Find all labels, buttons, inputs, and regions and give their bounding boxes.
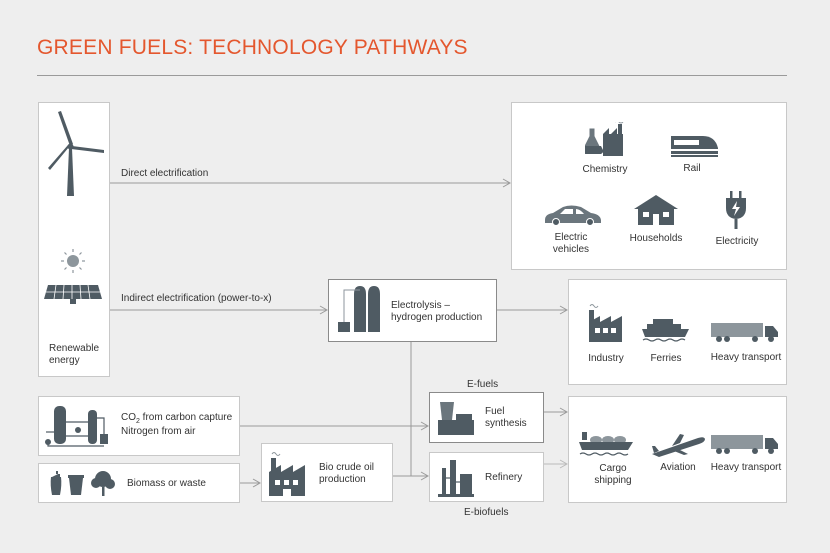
- truck-icon: [711, 323, 778, 342]
- ferry-icon: [642, 319, 689, 342]
- direct-use-chemistry-label: Chemistry: [582, 164, 628, 175]
- bio-crude-label: Bio crude oil production: [319, 462, 375, 485]
- direct-use-electric-vehicles-label: Electric vehicles: [552, 232, 590, 255]
- chemistry-icon: [585, 122, 624, 156]
- electrolysis-label: Electrolysis – hydrogen production: [391, 300, 483, 323]
- bio-crude-factory-icon: [269, 452, 305, 496]
- direct-electrification-label: Direct electrification: [121, 168, 209, 179]
- efuel-arrowhead: [559, 407, 569, 417]
- refinery-arrowhead: [420, 471, 430, 481]
- refinery-box: [429, 452, 544, 502]
- direct-arrowhead: [502, 178, 512, 188]
- co2-subscript: 2: [136, 418, 140, 425]
- truck-icon-2: [711, 435, 778, 454]
- biomass-icon: [50, 471, 115, 496]
- car-icon: [545, 205, 601, 226]
- fuel-synthesis-label: Fuel synthesis: [485, 406, 527, 429]
- solar-panel-icon: [44, 284, 102, 304]
- page-title: GREEN FUELS: TECHNOLOGY PATHWAYS: [37, 36, 468, 59]
- direct-use-electricity-label: Electricity: [715, 236, 759, 247]
- house-icon: [634, 195, 678, 225]
- hydrogen-use-industry-label: Industry: [588, 353, 624, 364]
- direct-uses-box: [511, 102, 787, 270]
- train-icon: [671, 136, 718, 157]
- plug-icon: [726, 191, 746, 229]
- ebiofuel-arrowhead: [559, 459, 569, 469]
- co2-input-label: CO2 from carbon capture: [121, 412, 232, 428]
- direct-use-rail-label: Rail: [683, 163, 701, 174]
- renewable-energy-label: Renewable energy: [49, 343, 100, 366]
- co2-formula: CO: [121, 412, 136, 423]
- factory-icon: [589, 304, 622, 342]
- hydrogen-arrowhead: [559, 305, 569, 315]
- title-divider: [37, 75, 787, 76]
- indirect-electrification-label: Indirect electrification (power-to-x): [121, 293, 272, 304]
- airplane-icon: [652, 434, 705, 457]
- refinery-icon: [438, 460, 474, 497]
- wind-turbine-icon: [48, 111, 104, 196]
- cargo-ship-icon: [579, 432, 633, 456]
- hydrogen-use-heavy-transport-label: Heavy transport: [710, 352, 782, 363]
- efuels-label: E-fuels: [467, 379, 499, 390]
- biomass-arrowhead: [252, 478, 262, 488]
- fuel-use-aviation-label: Aviation: [660, 462, 696, 473]
- fuel-synthesis-icon: [438, 402, 474, 435]
- carbon-capture-icon: [45, 406, 108, 447]
- fuel-use-cargo-shipping-label: Cargo shipping: [594, 463, 632, 486]
- co2-arrowhead: [420, 421, 430, 431]
- co2-input-text: from carbon capture: [139, 412, 233, 423]
- electrolysis-tanks-icon: [338, 286, 380, 332]
- direct-use-households-label: Households: [629, 233, 683, 244]
- refinery-label: Refinery: [485, 472, 523, 483]
- fuel-use-heavy-transport-label: Heavy transport: [710, 462, 782, 473]
- ebiofuels-label: E-biofuels: [464, 507, 509, 518]
- biomass-input-label: Biomass or waste: [127, 478, 206, 489]
- hydrogen-use-ferries-label: Ferries: [650, 353, 682, 364]
- nitrogen-input-label: Nitrogen from air: [121, 426, 196, 437]
- sun-icon: [61, 249, 85, 273]
- indirect-arrowhead: [319, 305, 329, 315]
